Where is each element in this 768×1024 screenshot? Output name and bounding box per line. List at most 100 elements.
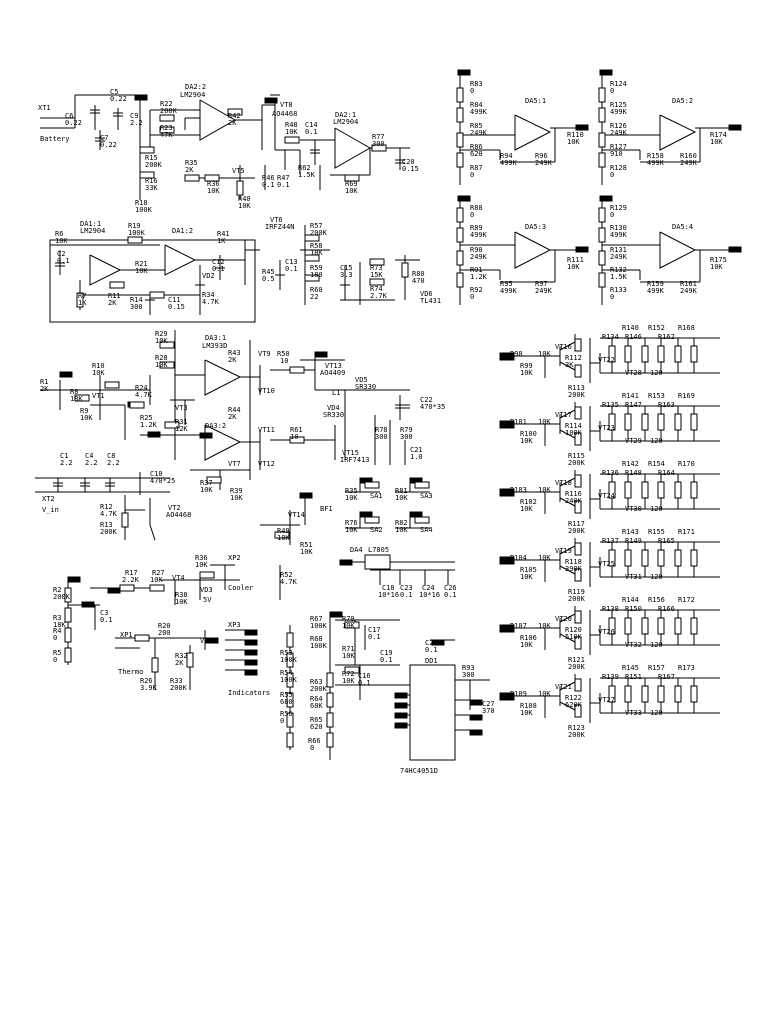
component-label: 0.1 [380,656,393,664]
net-connector [394,722,408,729]
component-label: R49 [277,527,290,535]
component-label: 10K [80,414,93,422]
component-label: 1K [217,237,226,245]
component-label: R160 [680,152,697,160]
net-connector [431,639,445,646]
component-label: 10*16 [378,591,399,599]
component-label: R6 [55,230,63,238]
component-label: R48 [285,121,298,129]
resistor-symbol [624,685,632,703]
component-label: R35 [185,159,198,167]
component-label: 180 [310,271,323,279]
net-connector [457,69,471,76]
component-label: 0 [610,211,614,219]
resistor-symbol [598,250,606,266]
net-connector [359,511,373,518]
component-label: 0.1 [305,128,318,136]
resistor-symbol [149,291,165,299]
component-label: C7 [100,134,108,142]
component-label: SA1 [370,492,383,500]
resistor-symbol [456,132,464,148]
component-label: R76 [345,519,358,527]
component-label: C12 [212,258,225,266]
component-label: C11 [168,296,181,304]
component-label: R2 [53,586,61,594]
resistor-symbol [64,647,72,663]
component-label: C5 [110,88,118,96]
component-label: VT18 [555,479,572,487]
net-connector [199,432,213,439]
component-label: VD2 [202,272,215,280]
component-label: 10K [538,486,551,494]
net-connector [147,431,161,438]
component-label: 4.7K [100,510,118,518]
component-label: 200K [568,391,586,399]
component-label: 240K [565,497,583,505]
component-label: R52 [280,571,293,579]
resistor-symbol [674,617,682,635]
component-label: C21 [410,446,423,454]
net-connector [244,649,258,656]
component-label: 120 [650,437,663,445]
component-label: AO4468 [272,110,297,118]
component-label: C22 [420,396,433,404]
component-label: LM2904 [180,91,205,99]
component-label: R137 [602,537,619,545]
component-label: 100K [310,642,328,650]
component-label: 200 [158,629,171,637]
component-label: R89 [470,224,483,232]
component-label: R24 [135,384,148,392]
component-label: R159 [647,280,664,288]
component-label: R22 [160,100,173,108]
component-label: VT7 [228,460,241,468]
component-label: R54 [280,669,293,677]
component-label: 22 [310,293,318,301]
component-label: 10K [710,138,723,146]
component-label: 10K [175,598,188,606]
resistor-symbol [624,481,632,499]
component-label: R44 [228,406,241,414]
component-label: R8 [70,388,78,396]
resistor-symbol [598,132,606,148]
component-label: DA5:1 [525,97,546,105]
component-label: R98 [510,350,523,358]
component-label: 12K [175,425,188,433]
resistor-symbol [674,481,682,499]
component-label: R152 [648,324,665,332]
component-label: 74HC4051D [400,767,438,775]
component-label: R100 [520,430,537,438]
resistor-symbol [64,607,72,623]
component-label: IRFZ44N [265,223,295,231]
component-label: R17 [125,569,138,577]
component-label: R60 [310,286,323,294]
resistor-symbol [690,413,698,431]
component-label: VD6 [420,290,433,298]
component-label: R20 [158,622,171,630]
resistor-symbol [104,381,120,389]
component-label: R51 [300,541,313,549]
component-label: 120 [650,505,663,513]
component-label: 33K [145,184,158,192]
net-connector [599,195,613,202]
component-label: C17 [368,626,381,634]
component-label: R58 [310,242,323,250]
component-label: R171 [678,528,695,536]
resistor-symbol [456,272,464,288]
resistor-symbol [121,512,129,528]
resistor-symbol [134,634,150,642]
component-label: R125 [610,101,627,109]
component-label: C24 [422,584,435,592]
component-label: SA2 [370,526,383,534]
component-label: DA1:2 [172,227,193,235]
resistor-symbol [286,672,294,688]
resistor-symbol [574,338,582,352]
component-label: R41 [217,230,230,238]
resistor-symbol [414,481,430,489]
component-label: R146 [625,333,642,341]
component-label: R10 [92,362,105,370]
resistor-symbol [657,549,665,567]
component-label: 10K [230,494,243,502]
component-label: R139 [602,673,619,681]
component-label: 499K [610,108,628,116]
component-label: R161 [680,280,697,288]
